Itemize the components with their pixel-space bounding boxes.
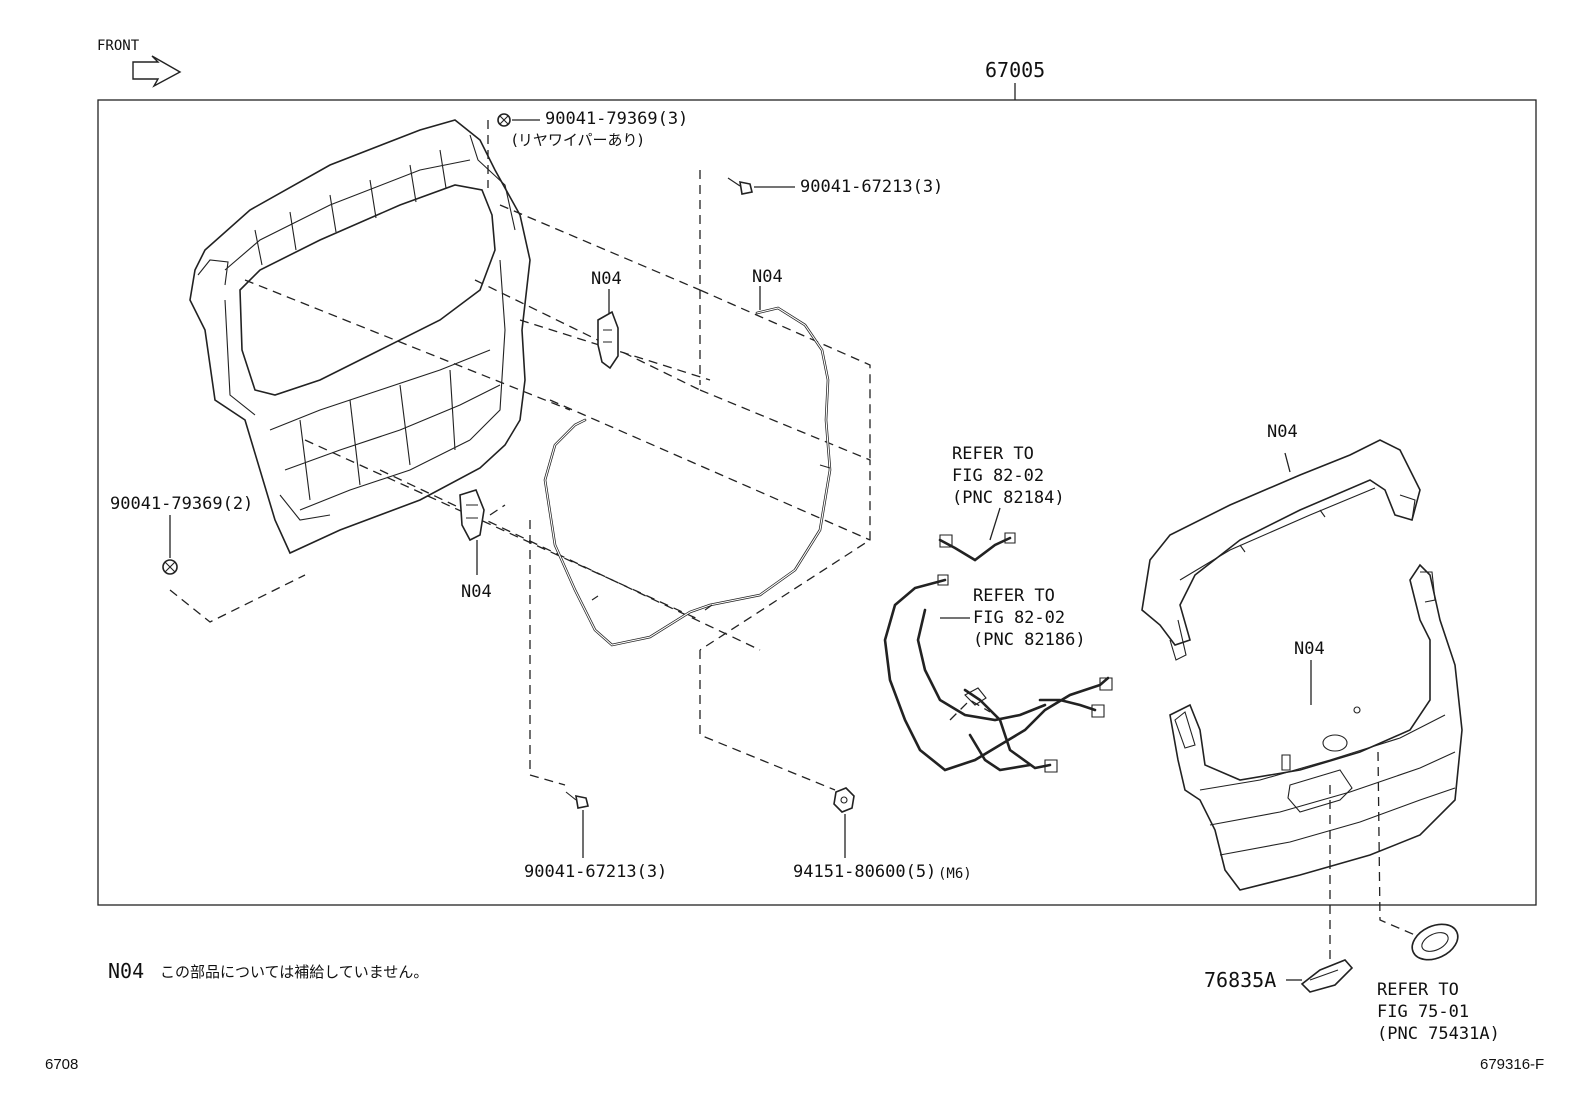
n04-bracket-lower[interactable] [459,489,485,542]
emblem-refer-line1[interactable]: REFER TO [1377,980,1459,1000]
screw-bottom-label[interactable]: 90041-67213(3) [524,862,667,882]
n04-bracket-upper-label[interactable]: N04 [591,269,622,289]
legend-text: この部品については補給していません。 [160,963,428,981]
assembly-number[interactable]: 67005 [985,58,1045,82]
assembly-guide-lines [169,120,871,791]
n04-bracket-lower-label[interactable]: N04 [461,582,492,602]
nut-bottom-icon[interactable] [833,787,855,813]
figure-id: 679316-F [1480,1056,1544,1073]
n04-spoiler[interactable] [1141,439,1421,661]
screw-top-label[interactable]: 90041-67213(3) [800,177,943,197]
emblem-refer-line2[interactable]: FIG 75-01 [1377,1002,1469,1022]
screw-top-icon[interactable] [727,177,753,195]
bolt-top-note: (リヤワイパーあり) [512,131,643,149]
harness-b-refer-line1[interactable]: REFER TO [973,586,1055,606]
front-arrow-icon [132,55,182,88]
bolt-top-label[interactable]: 90041-79369(3) [545,109,688,129]
harness-b-refer-line2[interactable]: FIG 82-02 [973,608,1065,628]
n04-outer-panel-label[interactable]: N04 [1294,639,1325,659]
emblem-refer-line3[interactable]: (PNC 75431A) [1377,1024,1500,1044]
legend-code: N04 [108,959,144,983]
emblem-icon[interactable] [1406,917,1463,966]
harness-a-refer-line2[interactable]: FIG 82-02 [952,466,1044,486]
handle-cover-part[interactable] [1300,959,1354,993]
harness-a-refer-line3[interactable]: (PNC 82184) [952,488,1065,508]
assembly-frame [97,99,1537,906]
harness-a-refer-line1[interactable]: REFER TO [952,444,1034,464]
bolt-left-label[interactable]: 90041-79369(2) [110,494,253,514]
handle-part-label[interactable]: 76835A [1204,968,1276,992]
bolt-top-icon[interactable] [497,113,511,127]
n04-wire-upper-label[interactable]: N04 [752,267,783,287]
nut-bottom-suffix: (M6) [938,866,972,882]
n04-bracket-upper[interactable] [597,310,619,370]
screw-bottom-icon[interactable] [565,791,589,809]
n04-wire-loop[interactable] [543,306,832,647]
nut-bottom-label[interactable]: 94151-80600(5) [793,862,936,882]
page-code: 6708 [45,1056,78,1073]
n04-spoiler-label[interactable]: N04 [1267,422,1298,442]
n04-outer-panel[interactable] [1169,563,1463,891]
emblem-guide-line [1377,751,1416,936]
front-label: FRONT [97,38,140,54]
bolt-left-icon[interactable] [162,559,178,575]
wire-harness[interactable] [883,532,1113,773]
harness-b-refer-line3[interactable]: (PNC 82186) [973,630,1086,650]
back-door-inner-panel[interactable] [189,119,531,555]
